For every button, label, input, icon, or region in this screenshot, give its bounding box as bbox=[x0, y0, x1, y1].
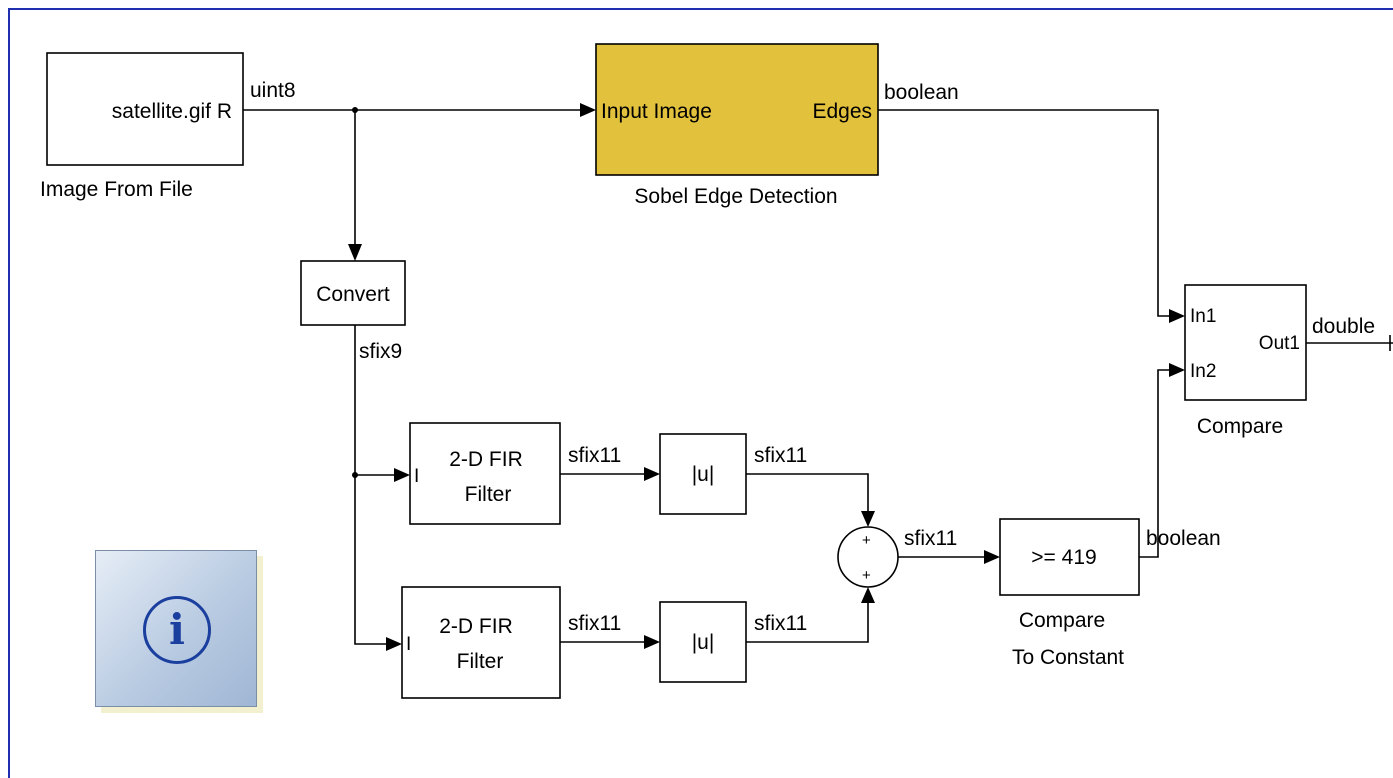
fir-filter-1-port: I bbox=[414, 466, 419, 487]
compare-to-constant-text: >= 419 bbox=[1031, 546, 1096, 569]
arrow-to-cmpconst bbox=[984, 550, 1000, 564]
fir-filter-2-line1: 2-D FIR bbox=[439, 615, 513, 638]
compare-to-constant-label-1: Compare bbox=[1019, 609, 1105, 632]
abs-1-block[interactable] bbox=[659, 433, 747, 515]
wire-abs2-sum bbox=[746, 596, 869, 643]
fir-filter-1-block[interactable] bbox=[409, 422, 561, 525]
sum-block[interactable] bbox=[837, 526, 899, 588]
arrow-to-abs1 bbox=[644, 467, 660, 481]
sobel-label: Sobel Edge Detection bbox=[634, 185, 837, 208]
fir-filter-2-line2: Filter bbox=[457, 650, 504, 673]
arrow-to-in2 bbox=[1169, 363, 1185, 377]
fir-filter-1-line1: 2-D FIR bbox=[449, 448, 523, 471]
signal-sfix11-b: sfix11 bbox=[754, 444, 807, 467]
compare-in1: In1 bbox=[1190, 306, 1216, 327]
compare-to-constant-block[interactable] bbox=[999, 518, 1140, 596]
wire-cmpconst-in2 bbox=[1139, 369, 1177, 558]
compare-block[interactable] bbox=[1184, 284, 1307, 401]
signal-uint8: uint8 bbox=[250, 79, 296, 102]
arrow-to-fir2 bbox=[386, 637, 402, 651]
signal-boolean-cmp: boolean bbox=[1146, 527, 1221, 550]
fir-filter-2-port: I bbox=[406, 634, 411, 655]
sobel-output-port: Edges bbox=[812, 100, 872, 123]
sum-sign-bottom: + bbox=[862, 567, 871, 584]
compare-label: Compare bbox=[1197, 415, 1283, 438]
sobel-input-port: Input Image bbox=[601, 100, 712, 123]
wire-sfix9 bbox=[354, 325, 395, 645]
signal-sfix11-c: sfix11 bbox=[568, 612, 621, 635]
fir-filter-2-block[interactable] bbox=[401, 586, 561, 699]
signal-sfix9: sfix9 bbox=[359, 340, 402, 363]
fir-filter-1-line2: Filter bbox=[465, 483, 512, 506]
signal-sfix11-d: sfix11 bbox=[754, 612, 807, 635]
image-from-file-block[interactable] bbox=[46, 52, 244, 166]
arrow-sum-top bbox=[861, 511, 875, 527]
convert-block[interactable] bbox=[300, 260, 406, 326]
image-from-file-text: satellite.gif R bbox=[112, 100, 232, 123]
arrow-to-in1 bbox=[1169, 309, 1185, 323]
sum-sign-top: + bbox=[862, 532, 871, 549]
compare-out1: Out1 bbox=[1259, 333, 1300, 354]
abs-1-text: |u| bbox=[692, 463, 715, 486]
arrow-to-fir1 bbox=[394, 468, 410, 482]
compare-in2: In2 bbox=[1190, 361, 1216, 382]
abs-2-block[interactable] bbox=[659, 601, 747, 683]
canvas-border bbox=[8, 8, 1393, 778]
arrow-sum-bottom bbox=[861, 587, 875, 603]
wire-abs1-sum bbox=[746, 473, 869, 518]
info-block[interactable]: i bbox=[95, 550, 257, 707]
signal-sfix11-a: sfix11 bbox=[568, 444, 621, 467]
signal-sfix11-sum: sfix11 bbox=[904, 527, 957, 550]
signal-double: double bbox=[1312, 315, 1375, 338]
convert-text: Convert bbox=[316, 283, 390, 306]
info-icon: i bbox=[143, 595, 211, 664]
abs-2-text: |u| bbox=[692, 631, 715, 654]
arrow-to-convert bbox=[348, 244, 362, 261]
signal-boolean-top: boolean bbox=[884, 81, 959, 104]
wire-edges-in1 bbox=[878, 109, 1177, 317]
sobel-block[interactable] bbox=[595, 43, 879, 176]
arrow-to-sobel bbox=[580, 103, 596, 117]
image-from-file-label: Image From File bbox=[40, 178, 193, 201]
arrow-to-abs2 bbox=[644, 635, 660, 649]
compare-to-constant-label-2: To Constant bbox=[1012, 646, 1124, 669]
